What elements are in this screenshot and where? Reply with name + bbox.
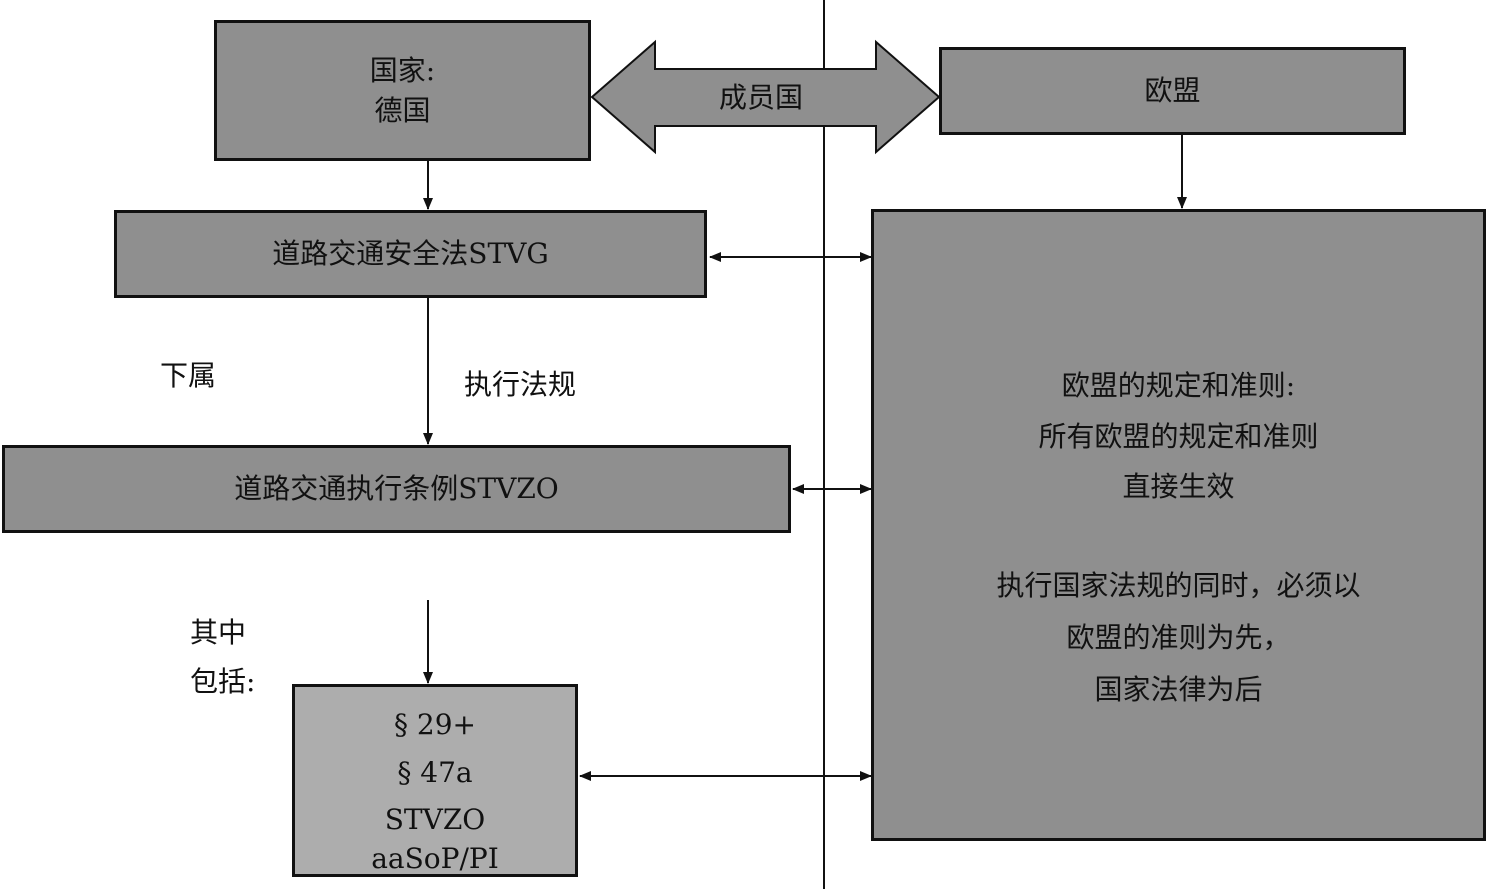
implementing-label: 执行法规 [464,368,577,401]
nation-box: 国家: 德国 [214,20,591,161]
section-47a: § 47a [397,756,473,789]
nation-name: 德国 [374,93,431,127]
sections-box: § 29+ § 47a STVZO aaSoP/PI [292,684,578,877]
includes-label-line2: 包括: [190,665,256,698]
eu-box: 欧盟 [939,47,1406,135]
eu-rules-box: 欧盟的规定和准则: 所有欧盟的规定和准则 直接生效 执行国家法规的同时，必须以 … [871,209,1486,841]
nation-label: 国家: [369,53,436,87]
stvzo-box: 道路交通执行条例STVZO [2,445,791,533]
sections-stvzo: STVZO [384,803,486,836]
sections-aasop: aaSoP/PI [371,842,499,875]
eu-rules-line5: 欧盟的准则为先， [1066,621,1291,654]
eu-box-label: 欧盟 [1144,74,1201,107]
eu-rules-line4: 执行国家法规的同时，必须以 [996,569,1361,602]
stvg-box-label: 道路交通安全法STVG [272,237,549,270]
eu-rules-line2: 所有欧盟的规定和准则 [1038,420,1319,453]
eu-rules-line3: 直接生效 [1122,470,1235,503]
stvg-box: 道路交通安全法STVG [114,210,707,298]
section-29: § 29+ [394,708,476,741]
member-state-label: 成员国 [719,81,804,114]
stvzo-box-label: 道路交通执行条例STVZO [234,472,559,505]
eu-rules-line6: 国家法律为后 [1094,673,1263,706]
includes-label-line1: 其中 [190,616,247,649]
subordinate-label: 下属 [160,359,217,392]
eu-rules-title: 欧盟的规定和准则: [1061,369,1296,402]
